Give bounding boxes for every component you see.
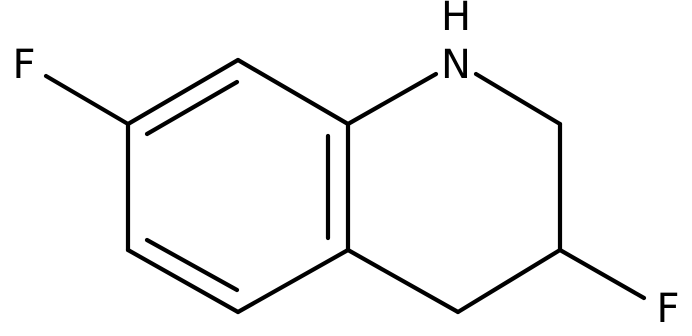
- bonds: [43, 57, 647, 315]
- bond-c8a-n1: [345, 71, 439, 127]
- bond-c3-f: [557, 247, 647, 301]
- bond-c5-c6: [125, 247, 241, 315]
- bond-c7-f: [43, 73, 131, 127]
- bond-c4-c4a: [345, 247, 461, 315]
- bond-c8-c8a: [235, 57, 351, 127]
- bond-c7-c8: [125, 57, 241, 127]
- atom-n-label: N: [441, 42, 471, 88]
- atom-f7-label: F: [12, 42, 35, 88]
- atom-labels: H N F F: [12, 0, 679, 332]
- bond-c4a-c5: [235, 247, 351, 315]
- bond-c3-c4: [455, 247, 563, 315]
- bond-c5-c6-inner: [144, 237, 240, 293]
- bond-c7-c8-inner: [144, 79, 240, 137]
- atom-h-label: H: [441, 0, 471, 40]
- bond-n1-c2: [473, 71, 563, 127]
- atom-f3-label: F: [656, 286, 679, 332]
